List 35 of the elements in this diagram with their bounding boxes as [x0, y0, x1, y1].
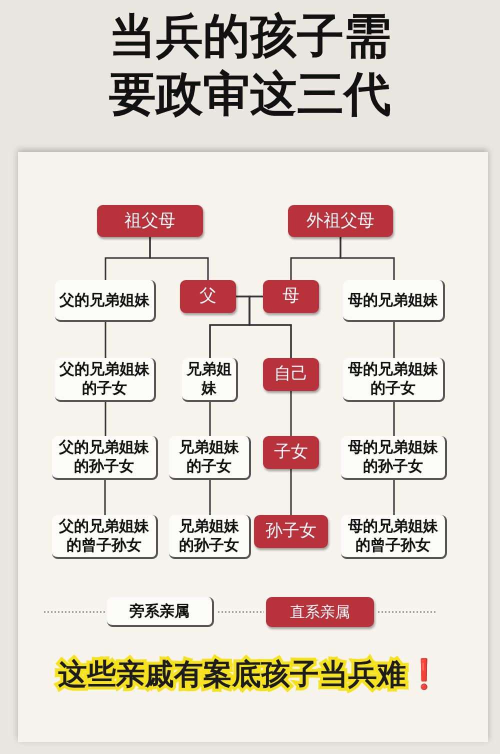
- connector-line: [209, 480, 211, 515]
- collateral-relative-box: 母的兄弟姐妹的曾子孙女: [341, 515, 447, 559]
- connector-line: [149, 237, 209, 280]
- collateral-relative-box: 兄弟姐妹的孙子女: [169, 515, 251, 559]
- direct-relative-box: 父: [180, 280, 236, 313]
- direct-relative-box: 母: [263, 280, 319, 313]
- collateral-relative-box: 兄弟姐妹: [182, 358, 238, 402]
- direct-relative-box: 自己: [263, 358, 319, 391]
- collateral-relative-box: 母的兄弟姐妹的孙子女: [341, 436, 447, 480]
- direct-relative-box: 祖父母: [97, 205, 203, 237]
- connector-line: [248, 296, 292, 358]
- collateral-relative-box: 父的兄弟姐妹的孙子女: [52, 436, 158, 480]
- connector-line: [104, 402, 106, 436]
- direct-relative-box: 外祖父母: [288, 205, 393, 237]
- direct-relative-box: 孙子女: [254, 515, 328, 548]
- connector-line: [104, 322, 106, 358]
- collateral-relative-box: 父的兄弟姐妹的曾子孙女: [52, 515, 158, 559]
- legend-key: 旁系亲属: [107, 597, 214, 627]
- connector-line: [393, 480, 395, 515]
- collateral-relative-box: 父的兄弟姐妹的子女: [55, 358, 156, 402]
- connector-line: [340, 237, 395, 280]
- legend-key: 直系亲属: [266, 597, 374, 627]
- connector-line: [104, 480, 106, 515]
- collateral-relative-box: 兄弟姐妹的子女: [169, 436, 251, 480]
- direct-relative-box: 子女: [263, 436, 319, 469]
- caption: 这些亲戚有案底孩子当兵难❗: [57, 656, 443, 693]
- collateral-relative-box: 母的兄弟姐妹的子女: [343, 358, 445, 402]
- connector-line: [290, 469, 292, 515]
- collateral-relative-box: 父的兄弟姐妹: [55, 280, 156, 322]
- connector-line: [393, 402, 395, 436]
- connector-line: [290, 391, 292, 436]
- collateral-relative-box: 母的兄弟姐妹: [343, 280, 445, 322]
- connector-line: [393, 322, 395, 358]
- connector-line: [209, 402, 211, 436]
- title: 当兵的孩子需要政审这三代: [108, 8, 392, 124]
